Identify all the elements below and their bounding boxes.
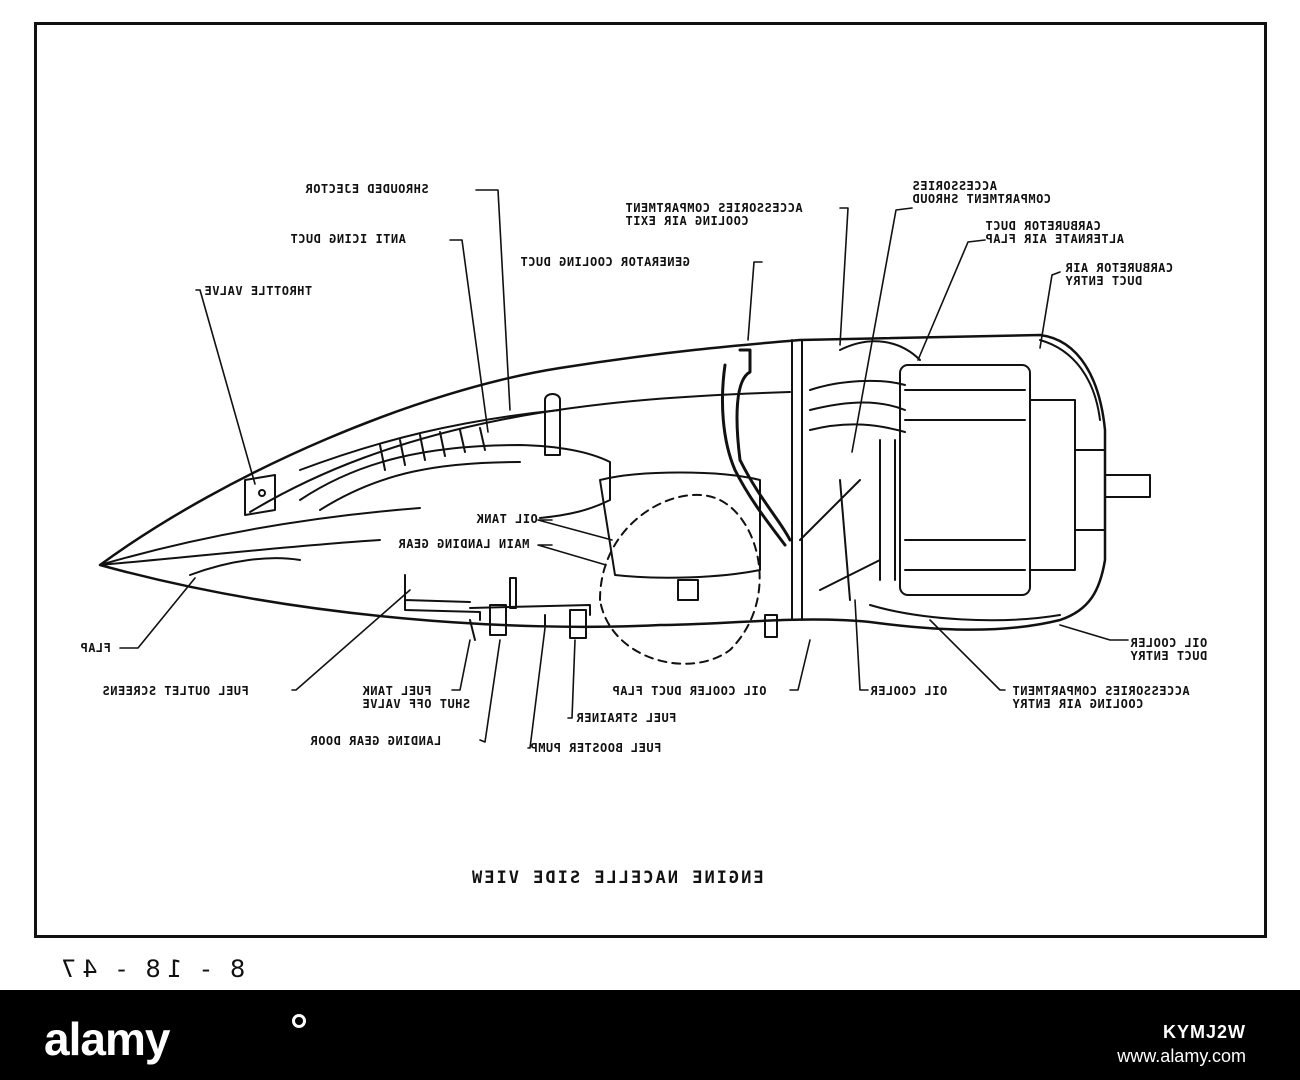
label-anti-icing-duct: ANTI ICING DUCT xyxy=(290,232,406,246)
label-flap: FLAP xyxy=(80,641,111,655)
label-throttle-valve: THROTTLE VALVE xyxy=(204,284,313,298)
watermark-bar xyxy=(0,990,1300,1080)
nacelle-outline xyxy=(98,333,1107,631)
label-carb-alternate-flap: CARBURETOR DUCT ALTERNATE AIR FLAP xyxy=(985,219,1125,246)
label-accessories-entry: ACCESSORIES COMPARTMENT COOLING AIR ENTR… xyxy=(1012,684,1190,711)
logo-circle-icon xyxy=(292,1014,306,1028)
label-carb-air-entry: CARBURETOR AIR DUCT ENTRY xyxy=(1065,261,1174,288)
scanned-sheet: SHROUDED EJECTOR ANTI ICING DUCT THROTTL… xyxy=(34,22,1267,983)
label-accessories-shroud: ACCESSORIES COMPARTMENT SHROUD xyxy=(912,179,1052,206)
label-generator-cooling-duct: GENERATOR COOLING DUCT xyxy=(520,255,690,269)
leader-lines xyxy=(119,189,1129,749)
diagram-title: ENGINE NACELLE SIDE VIEW xyxy=(470,868,764,888)
label-oil-tank: OIL TANK xyxy=(476,512,538,526)
label-main-landing-gear: MAIN LANDING GEAR xyxy=(398,537,530,551)
stock-image-id: KYMJ2W xyxy=(1162,1022,1246,1042)
label-fuel-outlet-screens: FUEL OUTLET SCREENS xyxy=(102,684,249,698)
label-shrouded-ejector: SHROUDED EJECTOR xyxy=(305,182,429,196)
label-fuel-strainer: FUEL STRAINER xyxy=(576,711,677,725)
ducts-and-tanks xyxy=(189,348,792,665)
alamy-logo: alamy xyxy=(44,1013,170,1065)
handwritten-number: 8 - 18 - 47 xyxy=(55,955,246,983)
label-oil-cooler: OIL COOLER xyxy=(870,684,948,698)
stock-url: www.alamy.com xyxy=(1117,1046,1246,1066)
label-accessories-exit: ACCESSORIES COMPARTMENT COOLING AIR EXIT xyxy=(625,201,803,228)
engine-nacelle-drawing xyxy=(98,189,1151,749)
label-fuel-booster-pump: FUEL BOOSTER PUMP xyxy=(530,741,662,755)
fuel-system xyxy=(404,574,778,641)
label-oil-cooler-duct-flap: OIL COOLER DUCT FLAP xyxy=(612,684,767,698)
label-fuel-tank-shutoff-valve: FUEL TANK SHUT OFF VALVE xyxy=(362,684,471,711)
label-landing-gear-door: LANDING GEAR DOOR xyxy=(310,734,442,748)
engine-assembly xyxy=(791,339,1151,622)
label-oil-cooler-duct-entry: OIL COOLER DUCT ENTRY xyxy=(1130,636,1208,663)
